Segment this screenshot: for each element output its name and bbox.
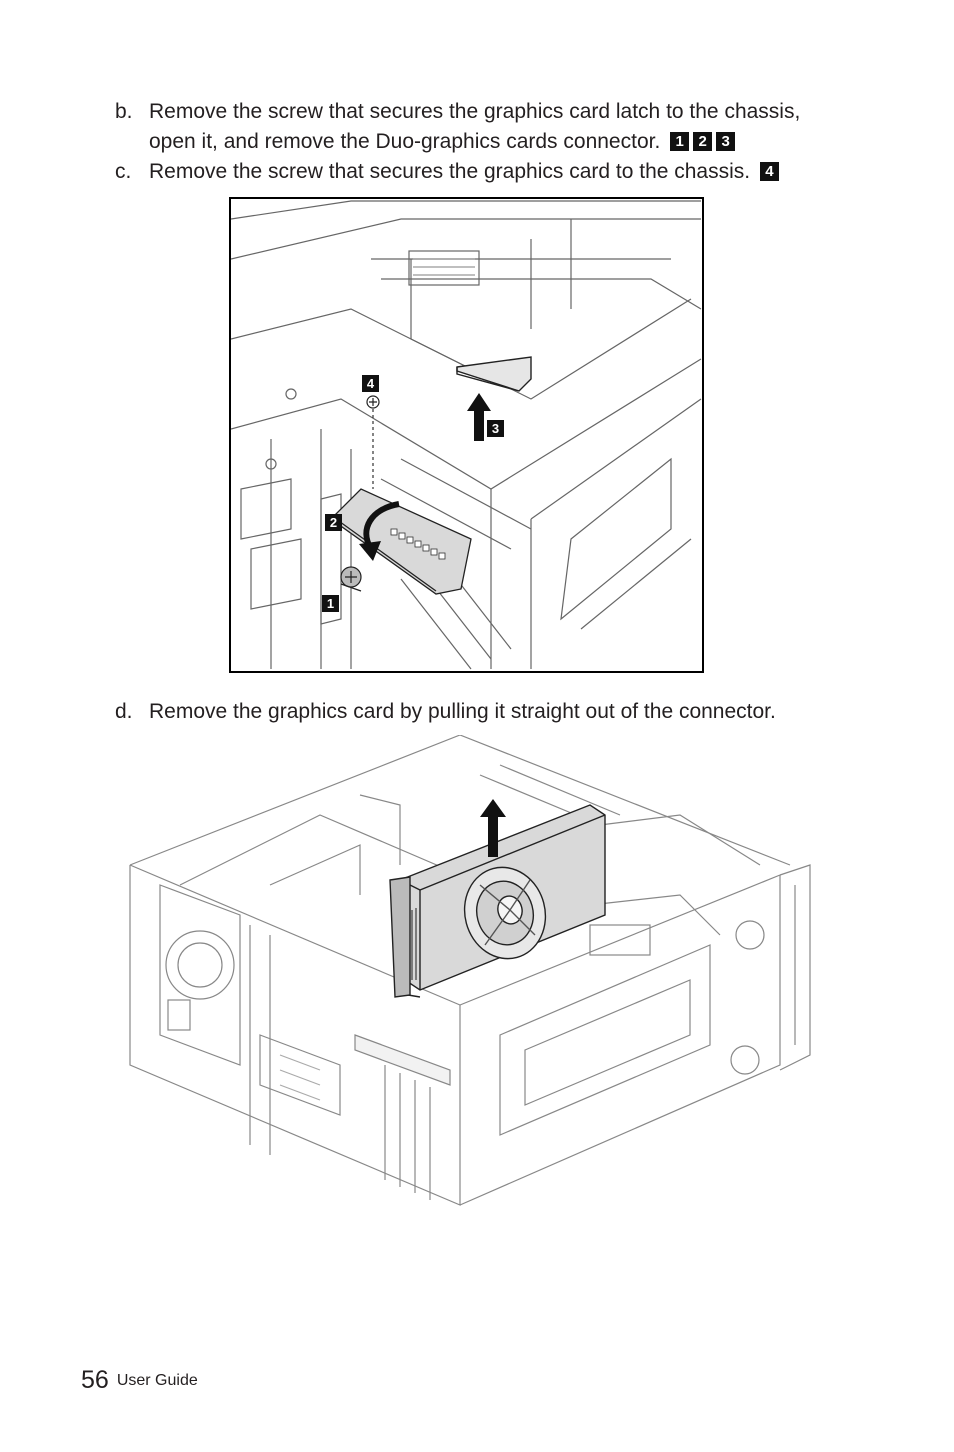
callout-2-label: 2 xyxy=(330,515,337,530)
step-text: Remove the graphics card by pulling it s… xyxy=(149,700,776,723)
step-letter: c. xyxy=(115,160,132,183)
callout-3-label: 3 xyxy=(492,421,499,436)
step-d: d. Remove the graphics card by pulling i… xyxy=(115,697,835,727)
arrow-up-icon xyxy=(467,393,491,441)
callout-3-box xyxy=(487,420,504,437)
page-number: 56 xyxy=(81,1366,109,1394)
callout-badge-4: 4 xyxy=(759,162,779,181)
step-b: b. Remove the screw that secures the gra… xyxy=(115,97,835,157)
figure-latch-removal: 4 3 2 1 xyxy=(229,197,704,673)
step-text-line1: Remove the screw that secures the graphi… xyxy=(149,100,801,123)
step-text: Remove the screw that secures the graphi… xyxy=(149,160,751,183)
callout-1-box xyxy=(322,595,339,612)
callout-2-box xyxy=(325,514,342,531)
footer-title: User Guide xyxy=(116,1372,198,1389)
callout-badge-2: 2 xyxy=(693,132,713,151)
callout-1-label: 1 xyxy=(327,596,334,611)
step-text-line2-wrap: open it, and remove the Duo-graphics car… xyxy=(149,127,835,157)
step-text-line2: open it, and remove the Duo-graphics car… xyxy=(149,130,661,153)
arrow-up-icon xyxy=(480,799,506,857)
callout-badge-1: 1 xyxy=(670,132,690,151)
figure-latch-svg: 4 3 2 1 xyxy=(231,200,702,670)
step-c: c. Remove the screw that secures the gra… xyxy=(115,157,835,187)
figure-callouts: 4 3 2 1 xyxy=(322,375,504,612)
figure-card-svg xyxy=(129,734,811,1206)
page-footer: 56 User Guide xyxy=(81,1366,198,1395)
curved-arrow-icon xyxy=(359,501,400,561)
callout-4-label: 4 xyxy=(367,376,375,391)
callout-4-box xyxy=(362,375,379,392)
step-letter: d. xyxy=(115,700,133,723)
step-text-wrap: Remove the screw that secures the graphi… xyxy=(149,157,835,187)
screw-icon xyxy=(340,395,380,592)
step-letter: b. xyxy=(115,100,133,123)
figure-card-removal xyxy=(120,734,820,1210)
callout-badge-3: 3 xyxy=(716,132,736,151)
